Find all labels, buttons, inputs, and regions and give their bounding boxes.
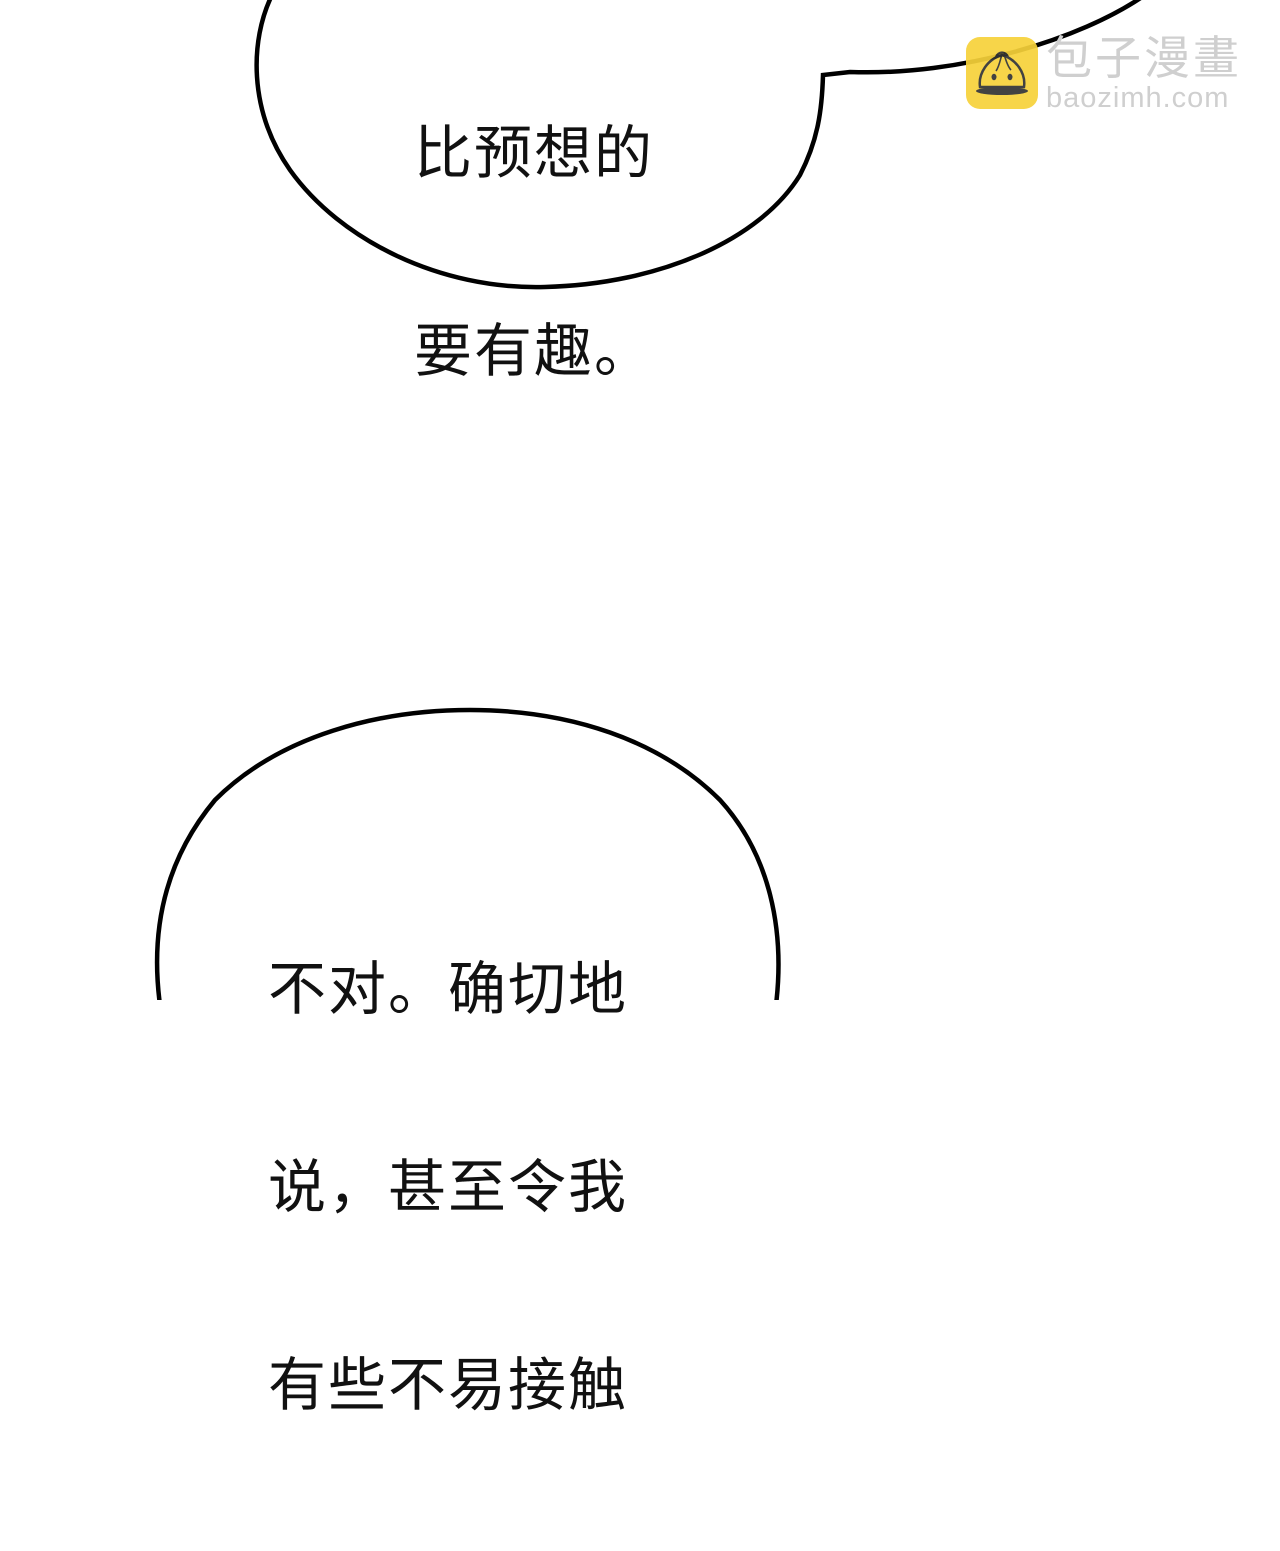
top-bubble-line: 比预想的 — [414, 119, 655, 187]
comic-page: 比预想的 要有趣。 不对。确切地 说，甚至令我 有些不易接触 包子漫畫 baoz… — [154, 0, 1242, 1418]
bottom-bubble-text: 不对。确切地 说，甚至令我 有些不易接触 — [268, 824, 628, 1550]
top-bubble-line: 要有趣。 — [414, 317, 655, 385]
watermark-title: 包子漫畫 — [1046, 30, 1242, 85]
steamed-bun-logo-icon — [966, 36, 1038, 109]
site-watermark: 包子漫畫 baozimh.com — [966, 30, 1242, 114]
top-speech-bubble-outline — [254, 0, 1142, 290]
top-bubble-text: 比预想的 要有趣。 — [414, 0, 654, 516]
bottom-bubble-line: 不对。确切地 — [268, 955, 629, 1023]
bottom-bubble-line: 说，甚至令我 — [268, 1153, 629, 1221]
bottom-bubble-line: 有些不易接触 — [268, 1351, 629, 1419]
speech-bubbles — [154, 0, 1142, 1000]
watermark-url: baozimh.com — [1046, 81, 1230, 114]
bottom-speech-bubble-outline — [154, 707, 781, 1000]
